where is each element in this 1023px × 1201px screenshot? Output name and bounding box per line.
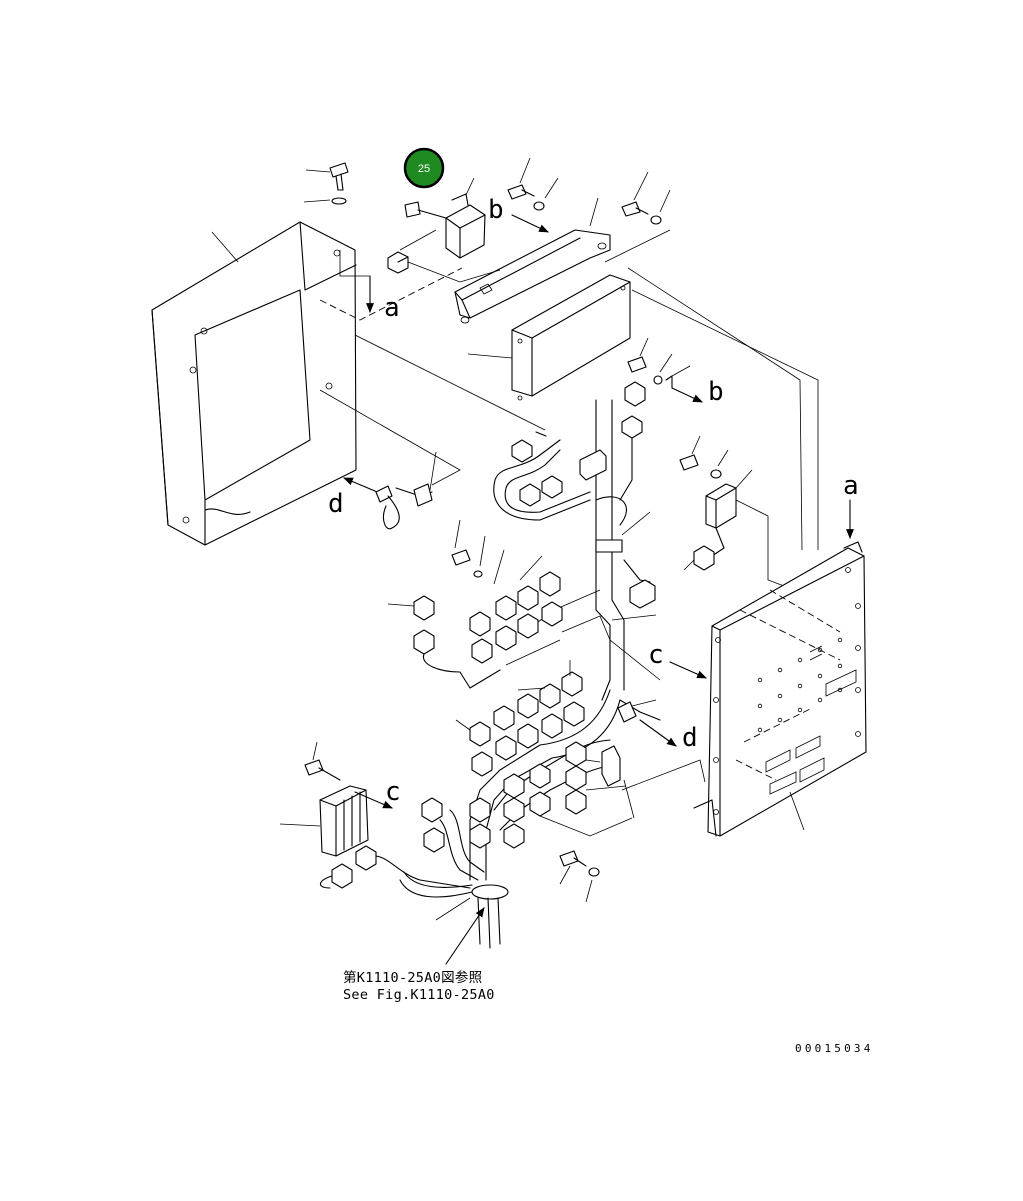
wire-harness [493,381,661,701]
bracket-bolt-2 [621,171,671,225]
view-arrow-b-mid [671,387,703,403]
cover-bolt [305,162,349,191]
cover-washer [303,197,347,205]
view-label-a-right: a [843,471,859,501]
bottom-bolt [559,850,600,903]
mounting-bracket [454,197,611,324]
fuse-board [693,541,867,837]
view-label-c-right: c [648,640,664,670]
drawing-code: 00015034 [795,1042,874,1055]
view-arrow-b-top [511,214,549,233]
reference-arrow [445,907,485,965]
view-arrow-d-left [343,451,437,530]
guide-lines [319,229,819,551]
reference-note-jp: 第K1110-25A0図参照 [343,969,482,986]
view-label-b-top: b [488,195,504,225]
view-arrow-c-left [354,791,393,809]
connector-group-upper [387,519,563,689]
view-arrow-c-right [669,661,707,679]
callout-25[interactable]: 25 [403,147,445,189]
view-arrow-a-top [339,250,374,313]
cover-panel [151,221,357,546]
harness-grommet [399,871,509,949]
bracket-bolt-1 [507,157,559,211]
view-label-a-top: a [384,293,400,323]
view-arrow-d-right [617,699,677,747]
callout-number: 25 [418,163,430,175]
view-label-d-right: d [682,723,698,753]
controller-box [467,274,631,401]
view-label-d-left: d [328,489,344,519]
wire-harness-lower [421,689,706,881]
reference-note-en: See Fig.K1110-25A0 [343,987,495,1003]
sensor-unit [679,435,801,593]
bracket-bolt-3 [627,337,691,389]
view-label-b-mid: b [708,377,724,407]
view-label-c-left: c [385,777,401,807]
connector-group-lower [455,660,585,777]
relay-with-bolt [399,177,486,259]
resistor-block [279,741,471,889]
relay-connector [387,251,501,283]
